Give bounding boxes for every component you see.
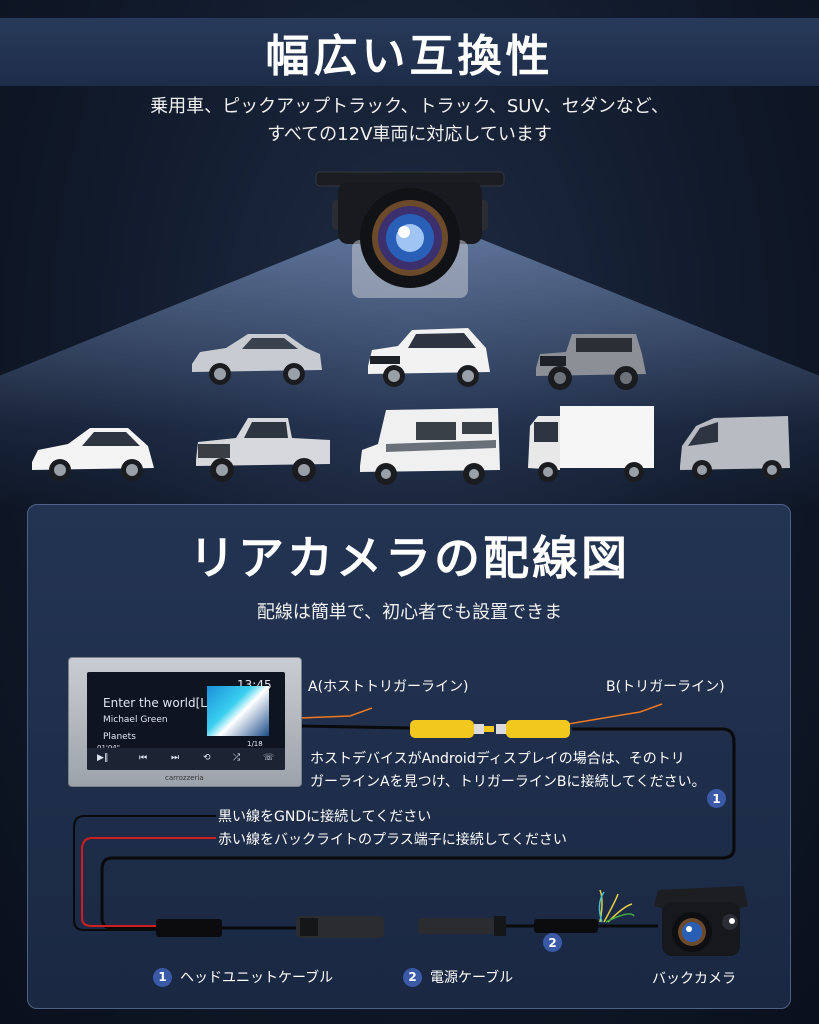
legend-badge-1: 1 bbox=[153, 967, 172, 987]
android-note-line1: ホストデバイスがAndroidディスプレイの場合は、そのトリ bbox=[310, 751, 685, 767]
subtitle-line1: 乗用車、ピックアップトラック、トラック、SUV、セダンなど、 bbox=[150, 96, 669, 117]
head-unit: 13:45 Enter the world[L] Michael Green P… bbox=[68, 657, 302, 787]
legend-label-1: ヘッドユニットケーブル bbox=[180, 970, 334, 986]
head-unit-brand: carrozzeria bbox=[165, 774, 204, 782]
badge-2-cable: 2 bbox=[543, 933, 562, 952]
repeat-icon: ⟲ bbox=[203, 753, 211, 763]
previous-icon: ⏮ bbox=[139, 753, 148, 763]
now-playing-title: Enter the world[L] bbox=[103, 696, 212, 710]
next-icon: ⏭ bbox=[171, 753, 180, 763]
legend-item-1: 1 ヘッドユニットケーブル bbox=[153, 967, 333, 987]
android-note-line2: ガーラインAを見つけ、トリガーラインBに接続してください。 bbox=[310, 774, 706, 790]
badge-1-cable: 1 bbox=[707, 789, 726, 808]
vehicle-van bbox=[680, 416, 790, 480]
vehicle-motorhome bbox=[360, 408, 500, 485]
track-number: 1/18 bbox=[247, 740, 263, 748]
wiring-subtitle: 配線は簡単で、初心者でも設置できま bbox=[256, 602, 563, 623]
label-red-wire: 赤い線をバックライトのプラス端子に接続してください bbox=[218, 832, 567, 848]
vehicle-box-truck bbox=[528, 406, 654, 482]
play-pause-icon: ▶‖ bbox=[97, 753, 109, 763]
vehicle-pickup bbox=[196, 418, 330, 482]
page-title: 幅広い互換性 bbox=[265, 31, 554, 82]
label-trigger-a: A(ホストトリガーライン) bbox=[308, 679, 469, 695]
album-art bbox=[207, 686, 269, 736]
phone-icon: ☏ bbox=[263, 753, 275, 763]
legend-item-2: 2 電源ケーブル bbox=[403, 967, 513, 987]
legend-label-2: 電源ケーブル bbox=[430, 970, 514, 986]
vehicle-suv bbox=[368, 328, 490, 387]
wiring-title: リアカメラの配線図 bbox=[189, 531, 630, 585]
subtitle-line2: すべての12V車両に対応しています bbox=[267, 124, 552, 145]
artist-name: Michael Green bbox=[103, 715, 168, 725]
title-banner: 幅広い互換性 bbox=[0, 18, 819, 86]
vehicle-sedan bbox=[192, 334, 322, 385]
inline-module bbox=[156, 919, 222, 937]
shuffle-icon: ⤮ bbox=[233, 753, 241, 763]
label-black-wire: 黒い線をGNDに接続してください bbox=[218, 809, 432, 825]
label-trigger-b: B(トリガーライン) bbox=[606, 679, 725, 695]
vehicle-hatchback bbox=[32, 428, 154, 481]
backup-camera-image bbox=[315, 171, 505, 298]
media-controls-bar: ▶‖ ⏮ ⏭ ⟲ ⤮ ☏ bbox=[87, 748, 285, 770]
camera-label: バックカメラ bbox=[652, 971, 736, 987]
legend-badge-2: 2 bbox=[403, 967, 422, 987]
vehicle-jeep bbox=[536, 334, 646, 390]
album-name: Planets bbox=[103, 732, 136, 742]
head-unit-screen: 13:45 Enter the world[L] Michael Green P… bbox=[87, 672, 285, 770]
rear-camera-image bbox=[654, 886, 748, 956]
